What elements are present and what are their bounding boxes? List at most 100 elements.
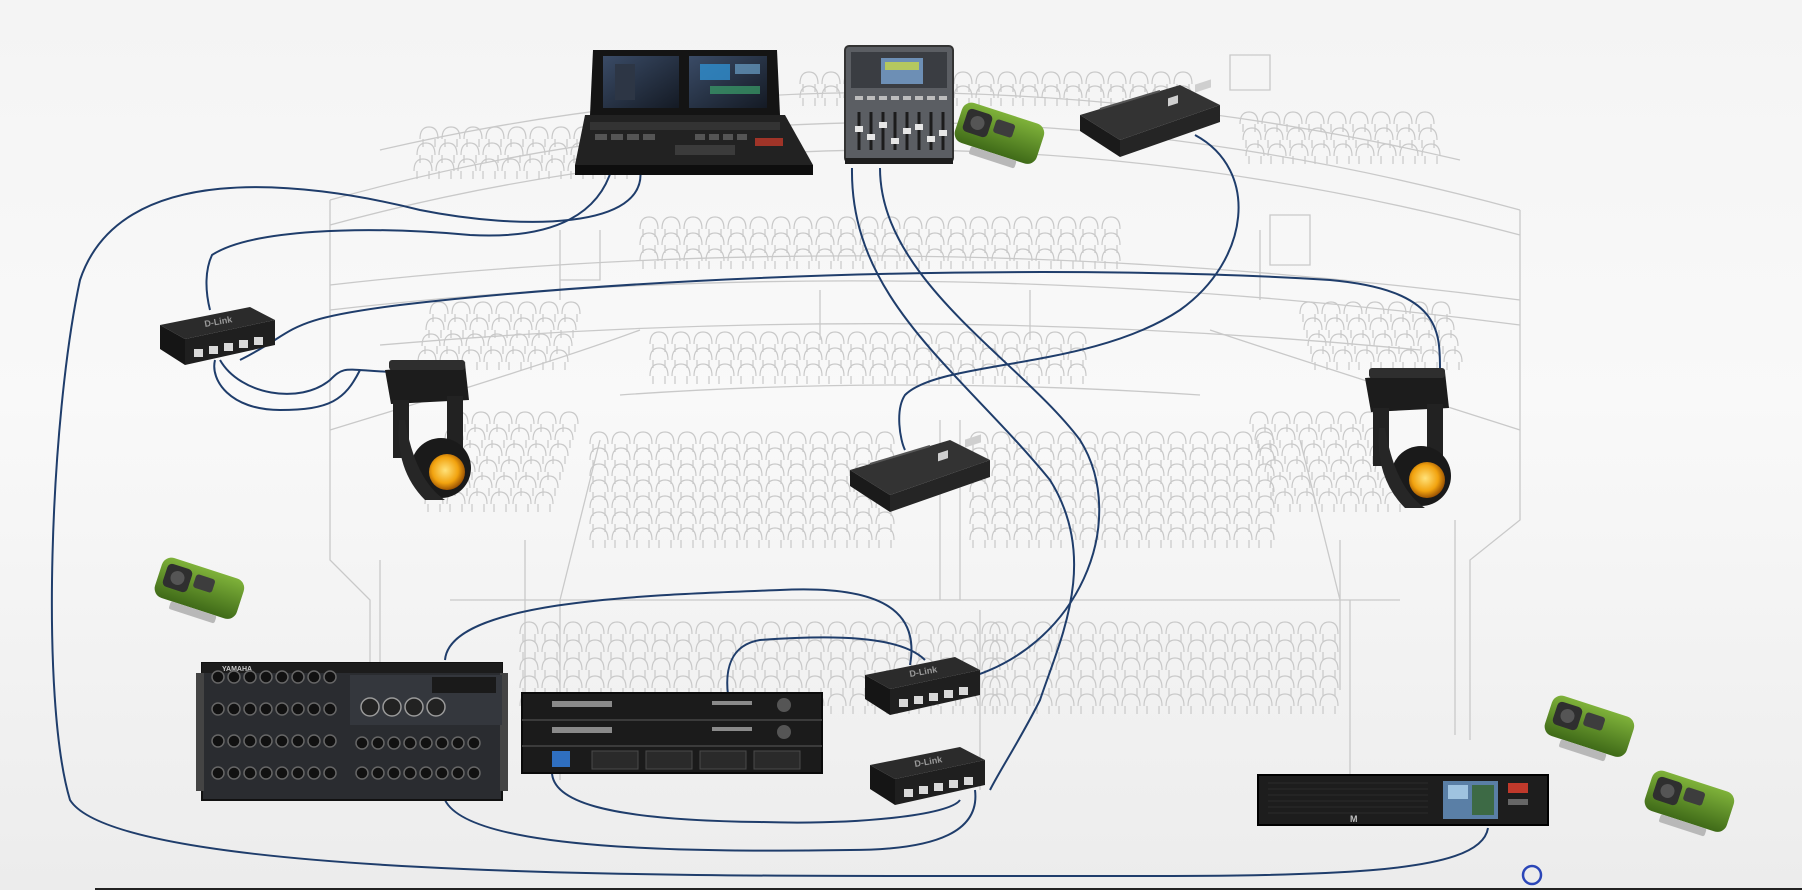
- seat: [1167, 431, 1187, 453]
- projector-right-b[interactable]: [1640, 768, 1737, 842]
- seat: [805, 639, 825, 661]
- seat: [1255, 431, 1275, 453]
- seat: [787, 463, 807, 485]
- seat: [639, 232, 659, 254]
- seat: [1187, 621, 1207, 643]
- seat: [721, 511, 741, 533]
- xlr-connector: [355, 736, 369, 750]
- lighting-console[interactable]: [575, 50, 813, 175]
- audio-mixer[interactable]: [844, 45, 954, 164]
- xlr-connector: [467, 736, 481, 750]
- switch-brand-label: D-Link: [914, 754, 944, 769]
- moving-head-left[interactable]: [385, 360, 471, 500]
- seat: [891, 363, 911, 385]
- seat: [1297, 693, 1317, 715]
- seat: [715, 331, 735, 353]
- seat: [1443, 349, 1463, 371]
- seat: [721, 527, 741, 549]
- seat: [695, 657, 715, 679]
- seat: [787, 511, 807, 533]
- seat: [673, 657, 693, 679]
- seat: [1077, 693, 1097, 715]
- xlr-connector: [360, 697, 380, 717]
- seat: [831, 511, 851, 533]
- rack-processor[interactable]: [521, 692, 823, 774]
- seat: [1035, 447, 1055, 469]
- seat: [699, 495, 719, 517]
- seat: [1165, 621, 1185, 643]
- seat: [1189, 463, 1209, 485]
- seat: [925, 216, 945, 238]
- switch-lower-right-a[interactable]: D-Link: [865, 657, 980, 715]
- media-server-brand-label: M: [1350, 814, 1358, 824]
- switch-lower-right-b[interactable]: D-Link: [870, 747, 985, 805]
- seat: [1101, 447, 1121, 469]
- seat: [655, 527, 675, 549]
- seat: [1399, 143, 1419, 165]
- seat: [677, 463, 697, 485]
- seat: [809, 527, 829, 549]
- seat: [805, 621, 825, 643]
- seat: [1101, 463, 1121, 485]
- moving-head-right[interactable]: [1365, 368, 1451, 508]
- seat: [1165, 693, 1185, 715]
- seat: [717, 621, 737, 643]
- media-converter-center[interactable]: [850, 434, 990, 512]
- switch-upper-left[interactable]: D-Link: [160, 307, 275, 365]
- seat: [563, 657, 583, 679]
- seat: [1255, 527, 1275, 549]
- seat: [1101, 216, 1121, 238]
- seat: [743, 511, 763, 533]
- media-converter-upper[interactable]: [1080, 79, 1220, 157]
- projector-upper[interactable]: [950, 100, 1047, 174]
- seat: [1297, 639, 1317, 661]
- seat: [1187, 675, 1207, 697]
- stagebox-rack[interactable]: YAMAHA: [196, 662, 508, 801]
- seat: [1123, 479, 1143, 501]
- seat: [585, 657, 605, 679]
- seat: [831, 479, 851, 501]
- seat: [512, 491, 532, 513]
- seat: [869, 363, 889, 385]
- seat: [1123, 463, 1143, 485]
- seat: [809, 479, 829, 501]
- seat: [959, 639, 979, 661]
- seat: [649, 363, 669, 385]
- media-server[interactable]: M: [1257, 774, 1549, 826]
- seat: [1035, 232, 1055, 254]
- seat: [1319, 675, 1339, 697]
- seat: [633, 495, 653, 517]
- seat: [991, 527, 1011, 549]
- seat: [1145, 431, 1165, 453]
- xlr-connector: [419, 766, 433, 780]
- seat: [849, 639, 869, 661]
- seat: [1077, 621, 1097, 643]
- seat: [825, 363, 845, 385]
- seat: [787, 447, 807, 469]
- seat: [1211, 463, 1231, 485]
- seat: [1045, 363, 1065, 385]
- projector-left[interactable]: [150, 555, 247, 629]
- seat: [1145, 463, 1165, 485]
- seat: [1023, 363, 1043, 385]
- seat: [891, 331, 911, 353]
- projector-right-a[interactable]: [1540, 693, 1637, 767]
- seat: [677, 479, 697, 501]
- seat: [739, 621, 759, 643]
- seat: [869, 331, 889, 353]
- seat: [1077, 657, 1097, 679]
- seat: [1101, 495, 1121, 517]
- seat: [721, 463, 741, 485]
- seat: [1077, 639, 1097, 661]
- seat: [1167, 511, 1187, 533]
- xlr-connector: [451, 766, 465, 780]
- xlr-connector: [211, 702, 225, 716]
- seat: [1189, 511, 1209, 533]
- seat: [815, 216, 835, 238]
- seat: [1101, 527, 1121, 549]
- seat: [633, 479, 653, 501]
- seat: [1101, 511, 1121, 533]
- seat: [611, 527, 631, 549]
- seat: [915, 621, 935, 643]
